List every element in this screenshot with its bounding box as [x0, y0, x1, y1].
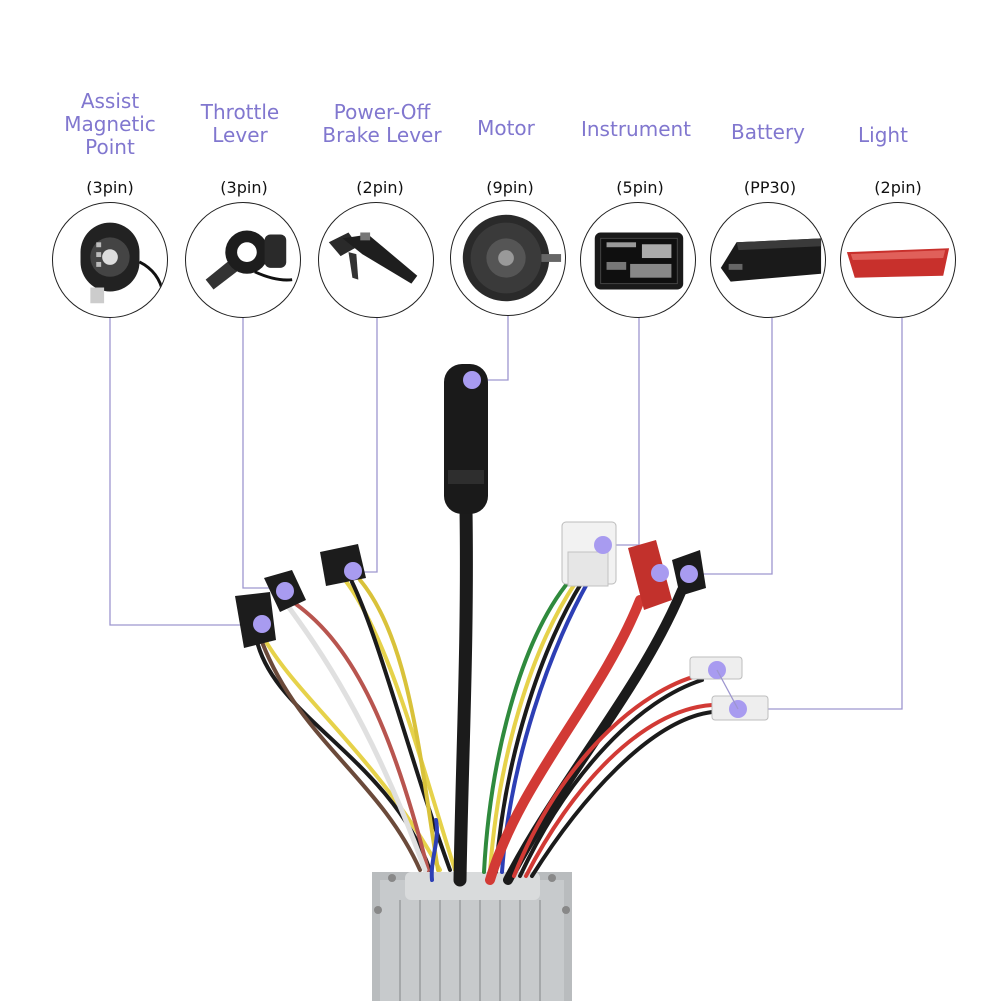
controller-box — [372, 872, 572, 1001]
wire-light-black-1 — [518, 678, 704, 878]
thumb-throttle-icon — [205, 230, 293, 290]
wire-light-red-1 — [512, 673, 702, 878]
wire-throttle-red — [288, 598, 430, 872]
dot-assist — [253, 615, 271, 633]
connectors — [235, 364, 769, 721]
pin-brake: (2pin) — [356, 178, 404, 197]
hub-motor-icon — [462, 214, 562, 302]
leader-instrument — [603, 318, 640, 546]
wire-instrument-green — [482, 578, 572, 874]
brake-lever-icon — [328, 232, 418, 284]
wire-bundle — [256, 503, 714, 887]
pin-assist: (3pin) — [86, 178, 134, 197]
leader-throttle — [242, 318, 285, 589]
wire-instrument-yellow — [488, 580, 578, 874]
pin-throttle: (3pin) — [220, 178, 268, 197]
leader-light-link — [716, 669, 739, 710]
dot-instrument — [594, 536, 612, 554]
circle-battery — [710, 202, 826, 318]
lcd-display-icon — [594, 232, 684, 290]
pin-motor: (9pin) — [486, 178, 534, 197]
wire-throttle-white — [282, 599, 428, 873]
leader-battery — [688, 318, 773, 575]
pin-light: (2pin) — [874, 178, 922, 197]
pas-sensor-icon — [80, 222, 165, 304]
label-instrument: Instrument — [580, 117, 692, 141]
circle-throttle — [185, 202, 301, 318]
circle-motor — [450, 200, 566, 316]
label-motor: Motor — [477, 116, 535, 140]
dot-motor — [463, 371, 481, 389]
leader-brake — [352, 318, 378, 573]
circle-assist — [52, 202, 168, 318]
leader-light — [738, 318, 903, 710]
wire-light-red-2 — [524, 703, 714, 878]
wire-assist-brown — [260, 640, 422, 872]
wire-brake-yellow-2 — [358, 578, 440, 872]
label-assist-magnetic-point: Assist Magnetic Point — [64, 89, 156, 159]
dot-brake — [344, 562, 362, 580]
label-throttle-lever: Throttle Lever — [200, 100, 280, 147]
wire-battery-red — [485, 595, 645, 885]
pin-instrument: (5pin) — [616, 178, 664, 197]
leader-lines — [109, 316, 903, 710]
dot-battery-red — [651, 564, 669, 582]
wire-instrument-black — [494, 580, 584, 874]
wire-motor-cable — [453, 503, 473, 887]
dot-battery-black — [680, 565, 698, 583]
battery-pack-icon — [720, 238, 822, 282]
connector-motor-ring — [448, 470, 484, 484]
circle-instrument — [580, 202, 696, 318]
label-light: Light — [858, 123, 908, 147]
tail-light-icon — [846, 248, 950, 278]
pin-battery: (PP30) — [743, 178, 797, 197]
label-battery: Battery — [730, 120, 806, 144]
wire-blue-left — [429, 818, 439, 882]
label-power-off-brake-lever: Power-Off Brake Lever — [322, 100, 442, 147]
leader-assist — [109, 318, 258, 626]
circle-light — [840, 202, 956, 318]
dot-throttle — [276, 582, 294, 600]
connector-battery-red — [628, 540, 672, 610]
connection-dots — [253, 371, 747, 718]
circle-brake — [318, 202, 434, 318]
wire-light-black-2 — [530, 710, 714, 878]
connector-instrument-body — [567, 551, 609, 587]
